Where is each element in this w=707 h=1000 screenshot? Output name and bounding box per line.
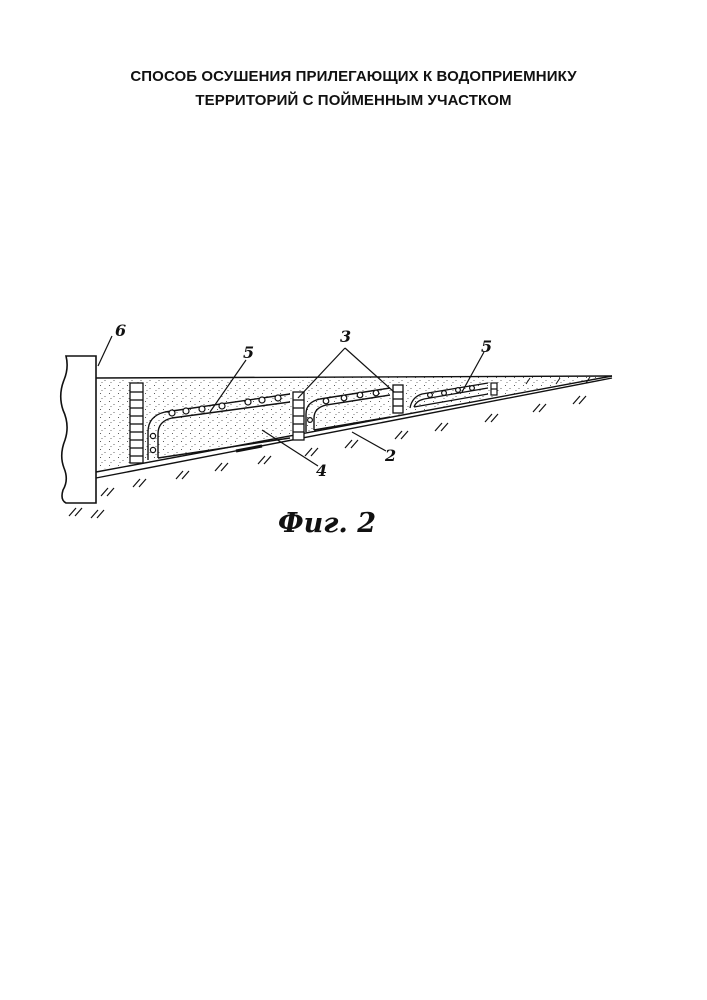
vertical-drain-middle: [293, 392, 304, 440]
label-4: 4: [316, 461, 327, 480]
wall-structure: [61, 356, 96, 503]
vertical-drain-small: [491, 383, 497, 395]
label-5-left: 5: [243, 343, 254, 362]
label-5-right: 5: [481, 337, 492, 356]
base-element: [236, 446, 262, 451]
vertical-drain-right: [393, 385, 403, 413]
vertical-drain-left: [130, 383, 143, 463]
label-6: 6: [115, 321, 126, 340]
label-3: 3: [340, 327, 351, 346]
figure-caption: Фиг. 2: [278, 508, 376, 539]
label-2: 2: [384, 446, 396, 465]
